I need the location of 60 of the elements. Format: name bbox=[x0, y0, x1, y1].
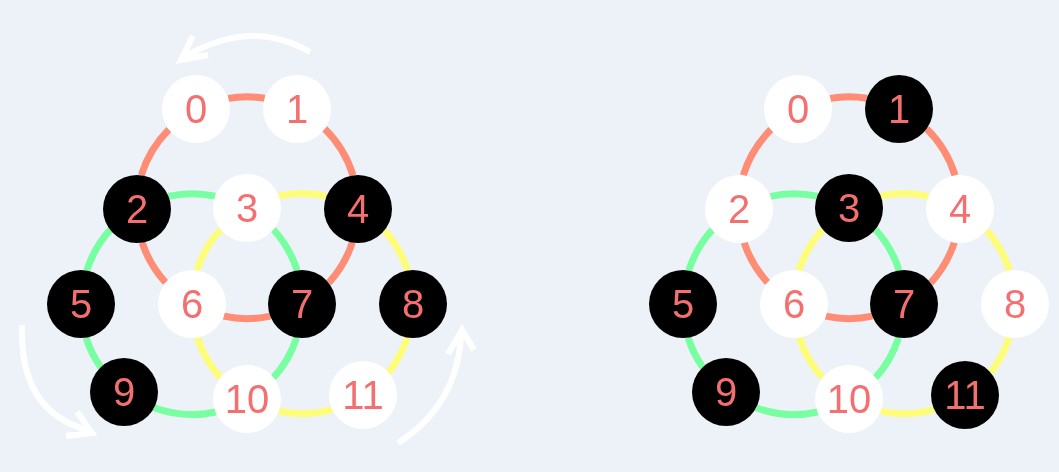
numbered-node: 7 bbox=[870, 270, 938, 338]
ring-arc bbox=[685, 227, 715, 272]
numbered-node: 11 bbox=[931, 361, 999, 429]
numbered-node: 9 bbox=[90, 358, 158, 426]
ring-arc bbox=[880, 406, 935, 418]
ring-arc bbox=[153, 404, 217, 418]
numbered-node: 5 bbox=[649, 270, 717, 338]
ring-arc bbox=[381, 228, 411, 272]
ring-arc bbox=[326, 241, 356, 286]
numbered-node: 1 bbox=[865, 75, 933, 143]
ring-arc bbox=[924, 126, 959, 177]
ring-arc bbox=[167, 190, 216, 200]
ring-arc bbox=[740, 241, 771, 285]
numbered-node: 11 bbox=[329, 361, 397, 429]
ring-arc bbox=[83, 227, 113, 272]
ring-arc bbox=[825, 312, 873, 323]
numbered-node: 4 bbox=[926, 175, 994, 243]
numbered-node: 9 bbox=[692, 358, 760, 426]
ring-arc bbox=[227, 93, 266, 102]
ring-arc bbox=[322, 126, 357, 177]
ring-arc bbox=[983, 228, 1013, 272]
ring-arc bbox=[82, 336, 104, 370]
ring-arc bbox=[928, 241, 958, 286]
ring-arc bbox=[278, 406, 333, 418]
ring-arc bbox=[740, 127, 774, 177]
numbered-node: 10 bbox=[815, 365, 883, 433]
ring-arc bbox=[880, 190, 930, 200]
ring-arc bbox=[796, 336, 826, 380]
ring-arc bbox=[193, 227, 224, 272]
ring-arc bbox=[138, 241, 169, 285]
numbered-node: 6 bbox=[760, 270, 828, 338]
ring-arc bbox=[138, 127, 172, 177]
ring-arc bbox=[385, 336, 411, 375]
ring-arc bbox=[872, 336, 902, 380]
ring-arc bbox=[755, 404, 819, 418]
ring-arc bbox=[987, 336, 1013, 375]
ring-arc bbox=[270, 227, 301, 272]
numbered-node: 8 bbox=[379, 270, 447, 338]
ring-arc bbox=[829, 93, 868, 102]
numbered-node: 6 bbox=[158, 270, 226, 338]
numbered-node: 3 bbox=[815, 174, 883, 242]
ring-arc bbox=[795, 227, 826, 272]
numbered-node: 8 bbox=[981, 270, 1049, 338]
ring-arc bbox=[223, 312, 271, 323]
numbered-node: 2 bbox=[705, 175, 773, 243]
numbered-node: 4 bbox=[324, 175, 392, 243]
numbered-node: 0 bbox=[162, 75, 230, 143]
ring-arc bbox=[872, 227, 903, 272]
numbered-node: 1 bbox=[263, 75, 331, 143]
numbered-node: 3 bbox=[213, 174, 281, 242]
ring-arc bbox=[270, 336, 300, 380]
ring-arc bbox=[278, 190, 328, 200]
ring-arc bbox=[769, 190, 818, 200]
numbered-node: 10 bbox=[213, 365, 281, 433]
numbered-node: 2 bbox=[103, 175, 171, 243]
ring-arc bbox=[684, 336, 706, 370]
numbered-node: 5 bbox=[47, 270, 115, 338]
numbered-node: 0 bbox=[764, 75, 832, 143]
numbered-node: 7 bbox=[268, 270, 336, 338]
ring-arc bbox=[194, 336, 224, 380]
